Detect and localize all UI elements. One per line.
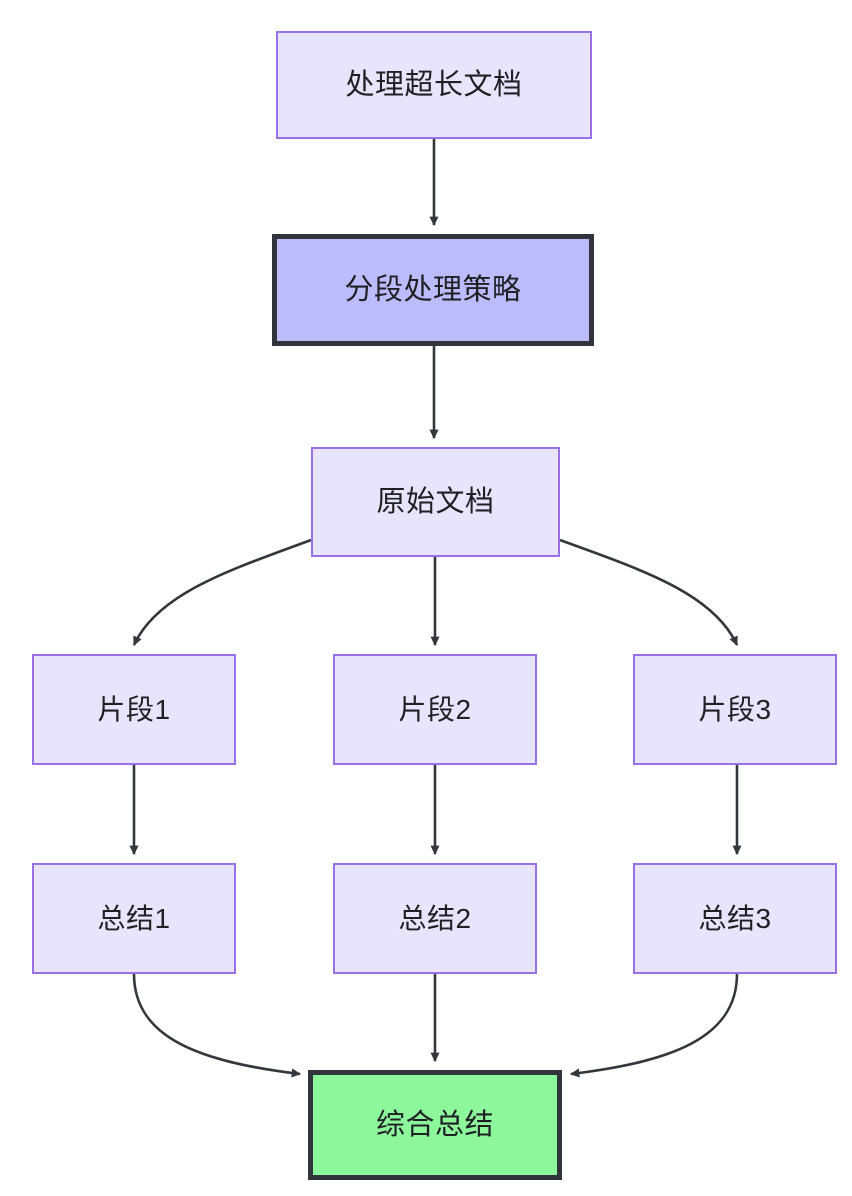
node-summary-1[interactable]: 总结1 bbox=[32, 863, 236, 974]
node-label: 片段3 bbox=[698, 693, 772, 725]
node-label: 分段处理策略 bbox=[344, 273, 522, 306]
node-source-document[interactable]: 原始文档 bbox=[311, 447, 560, 557]
edge-sum1-to-final bbox=[132, 973, 302, 1078]
node-chunking-strategy[interactable]: 分段处理策略 bbox=[272, 234, 594, 346]
node-chunk-3[interactable]: 片段3 bbox=[633, 654, 837, 765]
node-chunk-2[interactable]: 片段2 bbox=[333, 654, 537, 765]
node-label: 总结2 bbox=[398, 902, 472, 934]
node-chunk-1[interactable]: 片段1 bbox=[32, 654, 236, 765]
edge-source-to-chunk1 bbox=[132, 538, 312, 647]
node-summary-2[interactable]: 总结2 bbox=[333, 863, 537, 974]
node-label: 总结3 bbox=[698, 902, 772, 934]
node-label: 总结1 bbox=[97, 902, 171, 934]
node-label: 原始文档 bbox=[376, 485, 495, 518]
node-process-long-document[interactable]: 处理超长文档 bbox=[276, 31, 592, 139]
node-label: 综合总结 bbox=[375, 1108, 494, 1141]
node-combined-summary[interactable]: 综合总结 bbox=[308, 1070, 562, 1180]
node-summary-3[interactable]: 总结3 bbox=[633, 863, 837, 974]
edge-source-to-chunk3 bbox=[559, 538, 739, 647]
node-label: 片段2 bbox=[398, 693, 472, 725]
node-label: 片段1 bbox=[97, 693, 171, 725]
node-label: 处理超长文档 bbox=[345, 68, 523, 101]
edge-sum3-to-final bbox=[569, 973, 739, 1078]
